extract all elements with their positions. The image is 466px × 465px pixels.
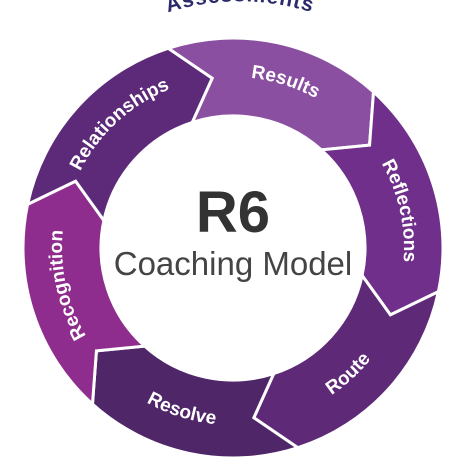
ring-segments: ResultsReflectionsRouteResolveRecognitio… — [21, 36, 445, 460]
outer-title: Assessments — [163, 0, 317, 17]
center-subtitle: Coaching Model — [114, 245, 352, 282]
center-title: R6 — [196, 180, 270, 245]
outer-title-text: Assessments — [163, 0, 316, 17]
center-circle — [101, 116, 365, 380]
